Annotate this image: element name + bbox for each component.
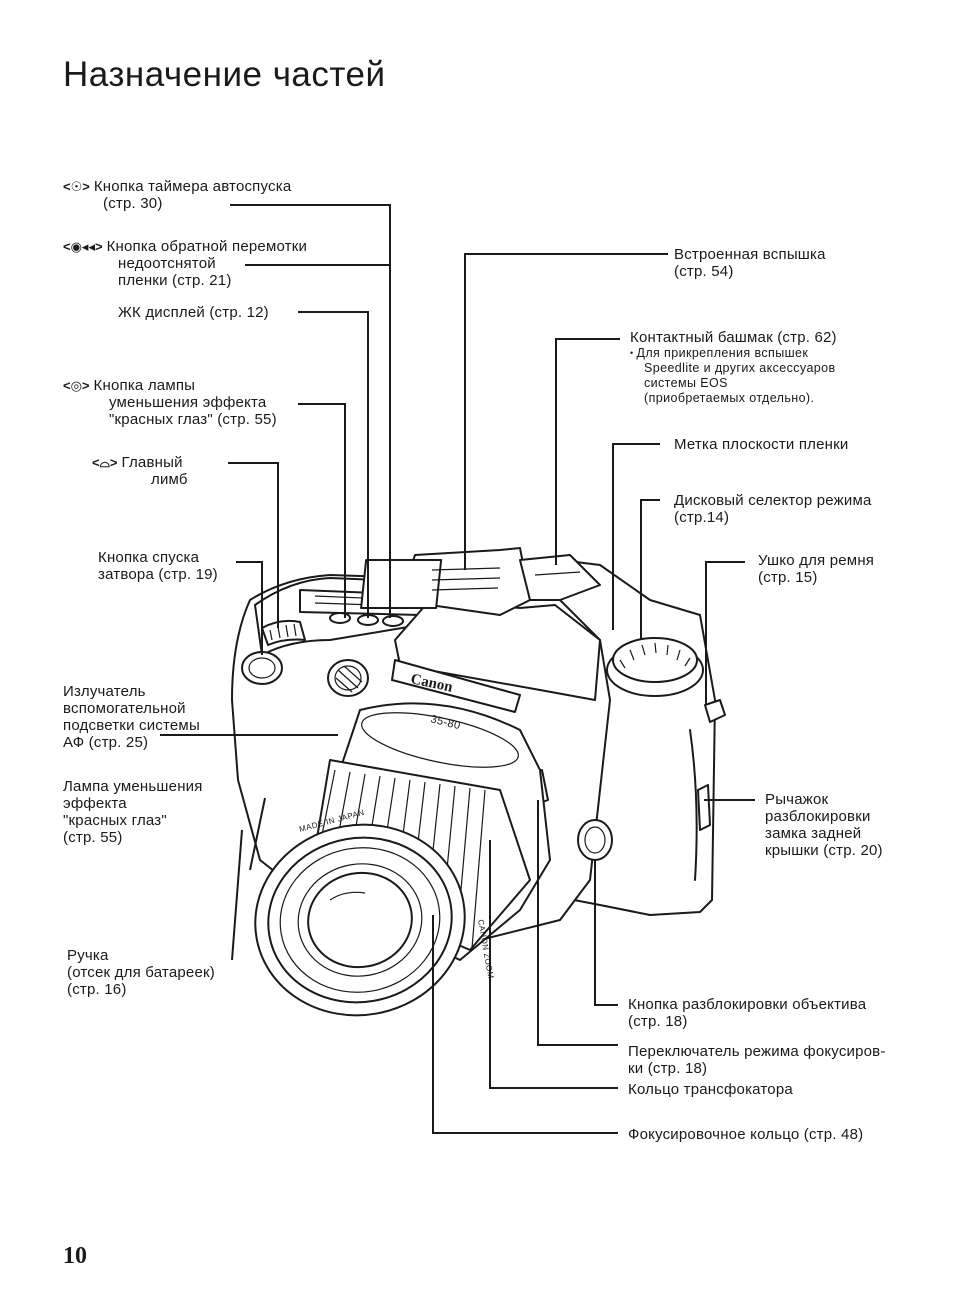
rewind-icon: <◉◂◂> — [63, 239, 103, 254]
label-zoom-ring: Кольцо трансфокатора — [628, 1081, 793, 1098]
page-title: Назначение частей — [63, 55, 386, 94]
label-self-timer: <☉>Кнопка таймера автоспуска (стр. 30) — [63, 178, 292, 212]
main-dial-icon: <⌓> — [92, 455, 118, 470]
label-shutter: Кнопка спуска затвора (стр. 19) — [98, 549, 218, 583]
label-flash: Встроенная вспышка (стр. 54) — [674, 246, 826, 280]
leader-lines — [160, 204, 755, 1134]
label-red-eye-lamp: Лампа уменьшения эффекта "красных глаз" … — [63, 778, 203, 846]
label-back-cover-lever: Рычажок разблокировки замка задней крышк… — [765, 791, 883, 859]
label-red-eye-button: <◎>Кнопка лампы уменьшения эффекта "крас… — [63, 377, 277, 428]
label-hot-shoe: Контактный башмак (стр. 62) Для прикрепл… — [630, 329, 837, 406]
label-main-dial: <⌓>Главный лимб — [92, 454, 188, 488]
label-focus-ring: Фокусировочное кольцо (стр. 48) — [628, 1126, 864, 1143]
label-af-assist: Излучатель вспомогательной подсветки сис… — [63, 683, 200, 751]
page-number: 10 — [63, 1243, 87, 1269]
red-eye-icon: <◎> — [63, 378, 90, 393]
label-focus-mode-switch: Переключатель режима фокусиров- ки (стр.… — [628, 1043, 886, 1077]
label-grip: Ручка (отсек для батареек) (стр. 16) — [67, 947, 215, 998]
label-rewind: <◉◂◂>Кнопка обратной перемотки недоотсня… — [63, 238, 308, 289]
label-lcd: ЖК дисплей (стр. 12) — [118, 304, 269, 321]
label-film-plane: Метка плоскости пленки — [674, 436, 849, 453]
label-mode-dial: Дисковый селектор режима (стр.14) — [674, 492, 872, 526]
self-timer-icon: <☉> — [63, 179, 90, 194]
label-strap-lug: Ушко для ремня (стр. 15) — [758, 552, 875, 586]
lens-illustration: MADE IN JAPAN 35-80 CANON ZOOM — [254, 702, 551, 1017]
label-lens-release: Кнопка разблокировки объектива (стр. 18) — [628, 996, 867, 1030]
